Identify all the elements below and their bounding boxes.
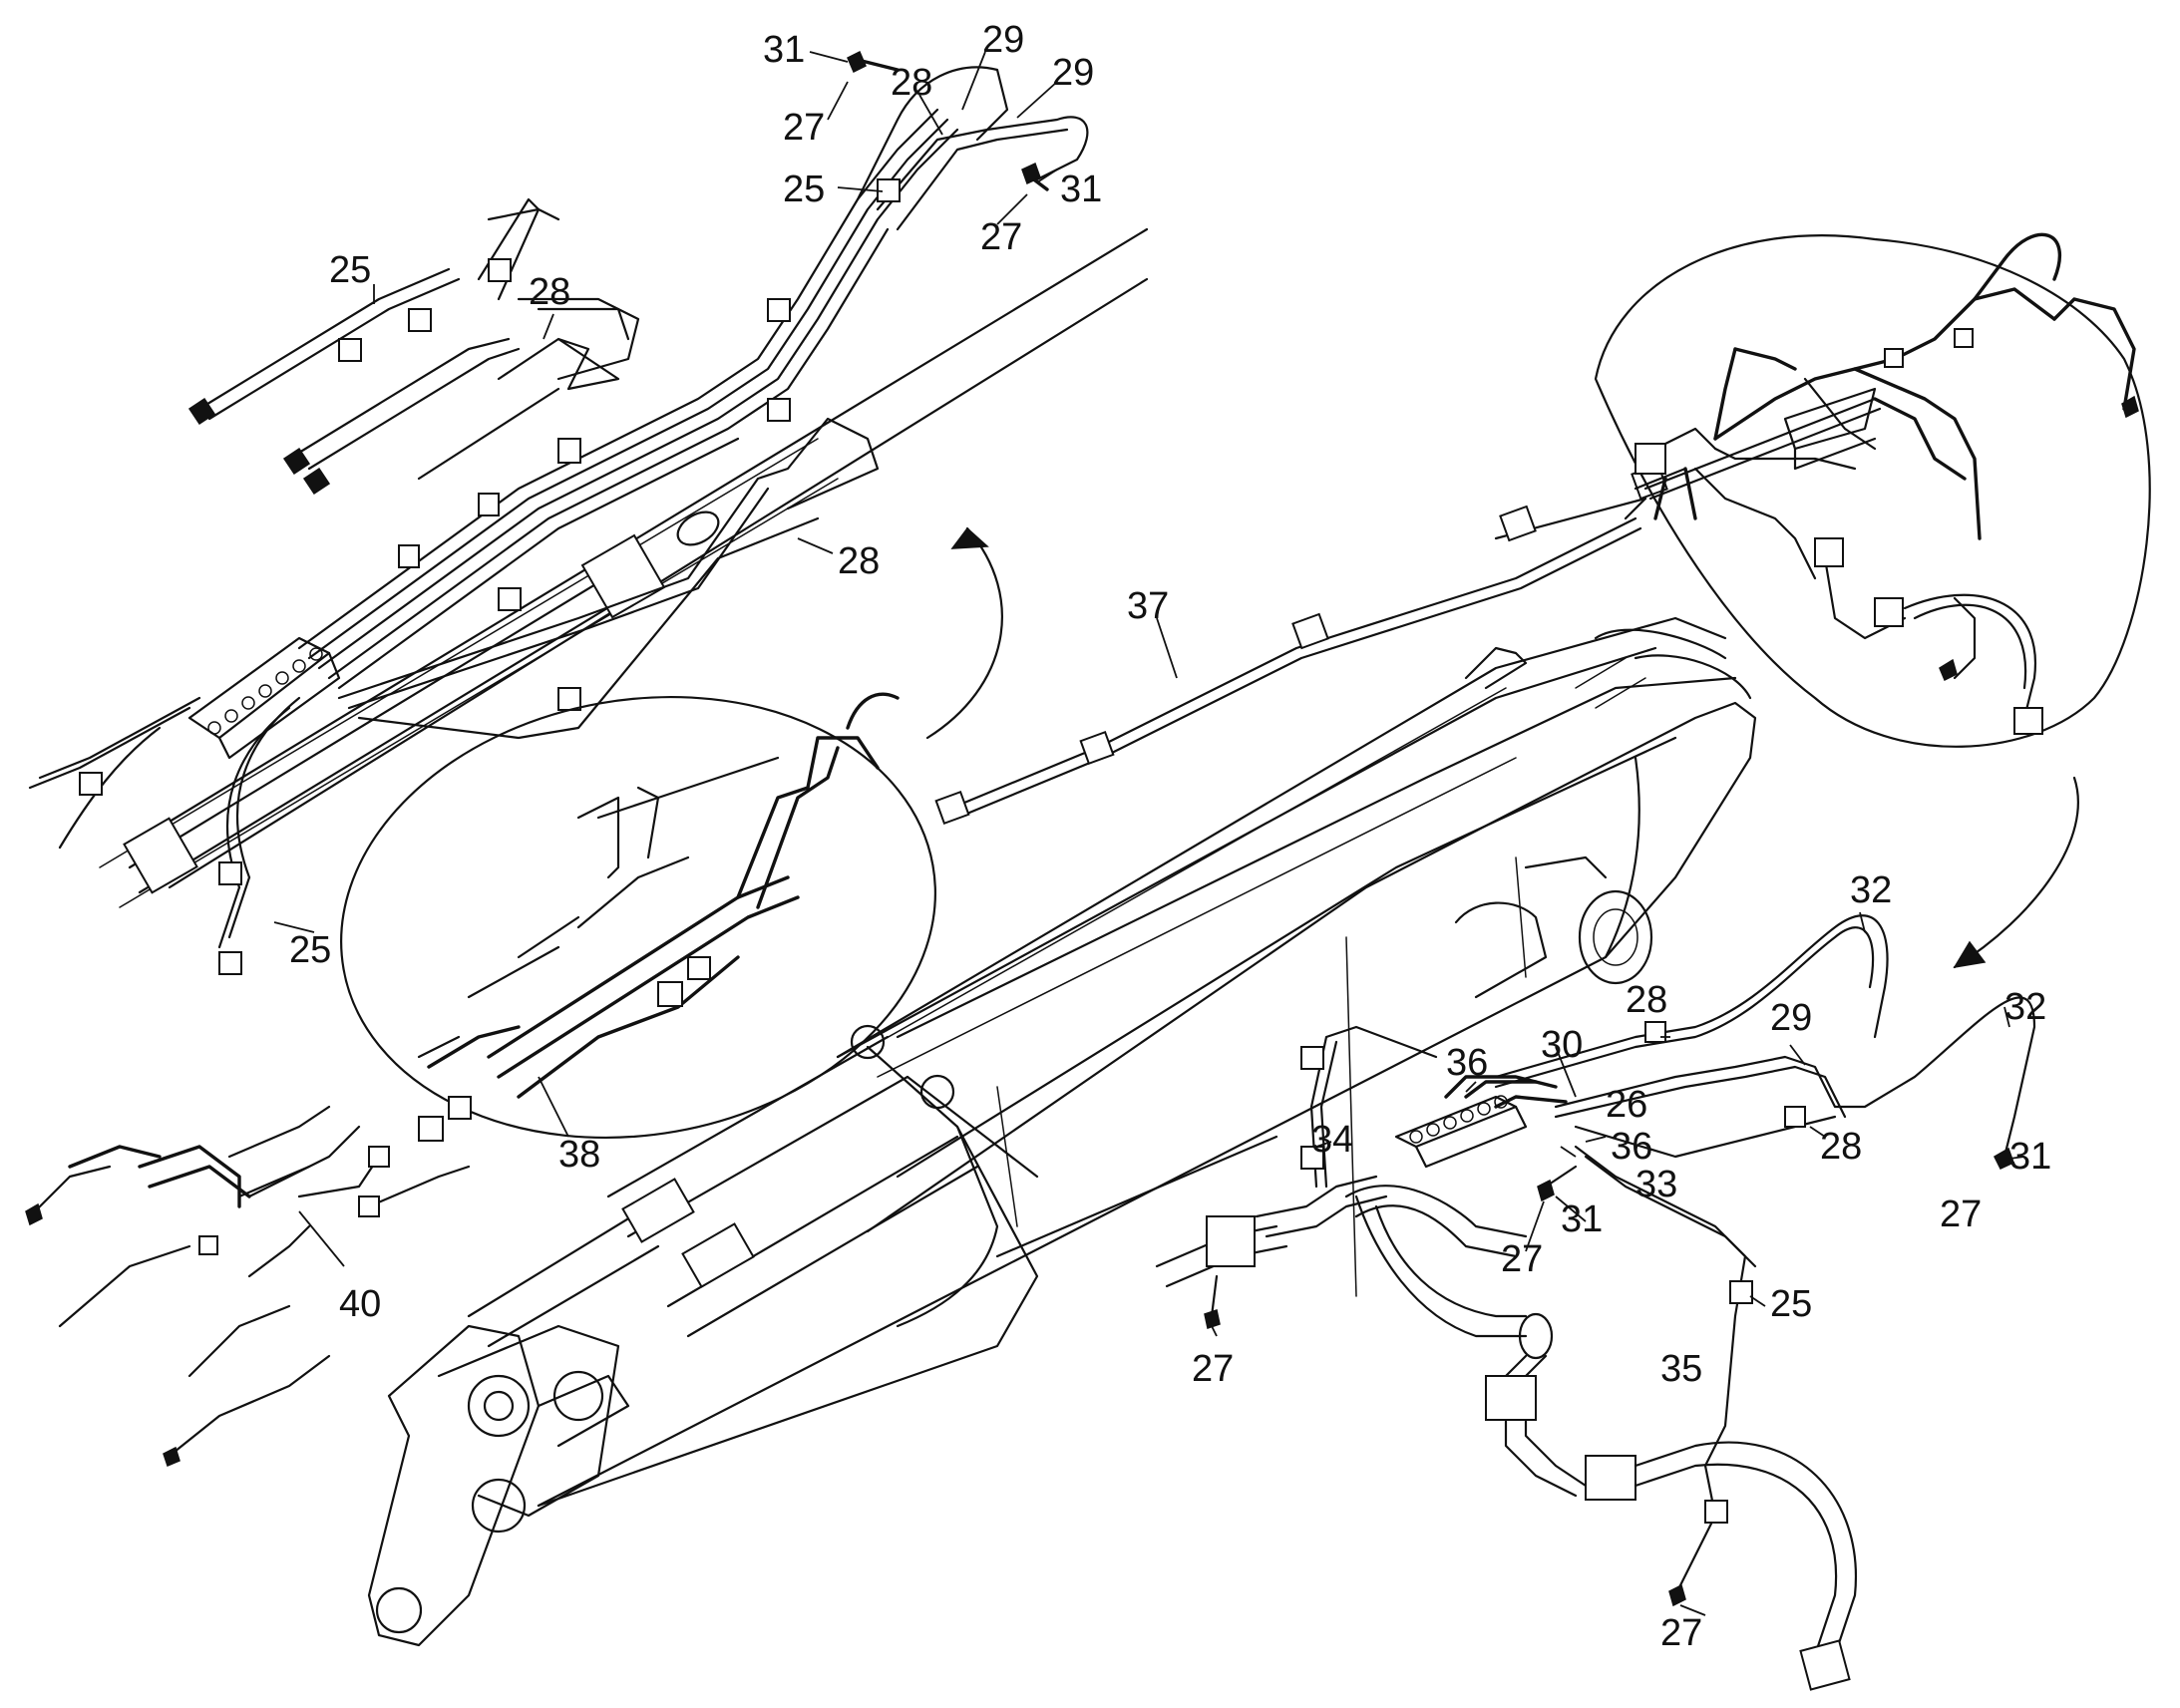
callout-29: 29 <box>982 19 1024 61</box>
callout-labels: 31 29 29 28 27 25 31 27 25 28 28 25 37 3… <box>289 19 2051 1654</box>
callout-34: 34 <box>1311 1119 1353 1161</box>
callout-31: 31 <box>1561 1198 1603 1240</box>
callout-36: 36 <box>1611 1126 1652 1168</box>
callout-29: 29 <box>1770 997 1812 1039</box>
callout-29: 29 <box>1052 52 1094 94</box>
callout-30: 30 <box>1541 1024 1583 1066</box>
callout-36: 36 <box>1446 1042 1488 1084</box>
callout-31: 31 <box>1060 169 1102 210</box>
callout-35: 35 <box>1660 1348 1702 1390</box>
callout-25: 25 <box>1770 1283 1812 1325</box>
callout-28: 28 <box>1820 1126 1862 1168</box>
left-inset <box>340 692 936 1142</box>
callout-37: 37 <box>1127 585 1169 627</box>
lower-right-assembly <box>1155 914 2036 1691</box>
hose-37 <box>934 397 1882 826</box>
boom-arm <box>367 616 1757 1647</box>
callout-25: 25 <box>783 169 825 210</box>
callout-28: 28 <box>838 540 880 582</box>
callout-27: 27 <box>783 107 825 149</box>
far-left-assembly <box>25 1105 471 1468</box>
callout-27: 27 <box>1192 1348 1234 1390</box>
callout-33: 33 <box>1635 1164 1677 1205</box>
callout-38: 38 <box>558 1134 600 1176</box>
callout-26: 26 <box>1606 1084 1647 1126</box>
callout-31: 31 <box>763 29 805 71</box>
callout-27: 27 <box>980 216 1022 258</box>
leader-lines <box>273 51 2025 1616</box>
callout-31: 31 <box>2009 1136 2051 1178</box>
callout-40: 40 <box>339 1283 381 1325</box>
lower-manifold-ports <box>1409 1095 1508 1144</box>
callout-32: 32 <box>1850 869 1892 911</box>
callout-27: 27 <box>1501 1238 1543 1280</box>
manifold-ports <box>207 647 323 735</box>
callout-27: 27 <box>1660 1612 1702 1654</box>
callout-25: 25 <box>329 249 371 291</box>
callout-28: 28 <box>891 62 932 104</box>
callout-27: 27 <box>1940 1194 1982 1235</box>
callout-32: 32 <box>2004 986 2046 1028</box>
upper-right-inset <box>1594 232 2151 969</box>
callout-28: 28 <box>529 271 570 313</box>
upper-left-assembly <box>28 50 1149 975</box>
callout-28: 28 <box>1626 979 1667 1021</box>
callout-25: 25 <box>289 929 331 971</box>
